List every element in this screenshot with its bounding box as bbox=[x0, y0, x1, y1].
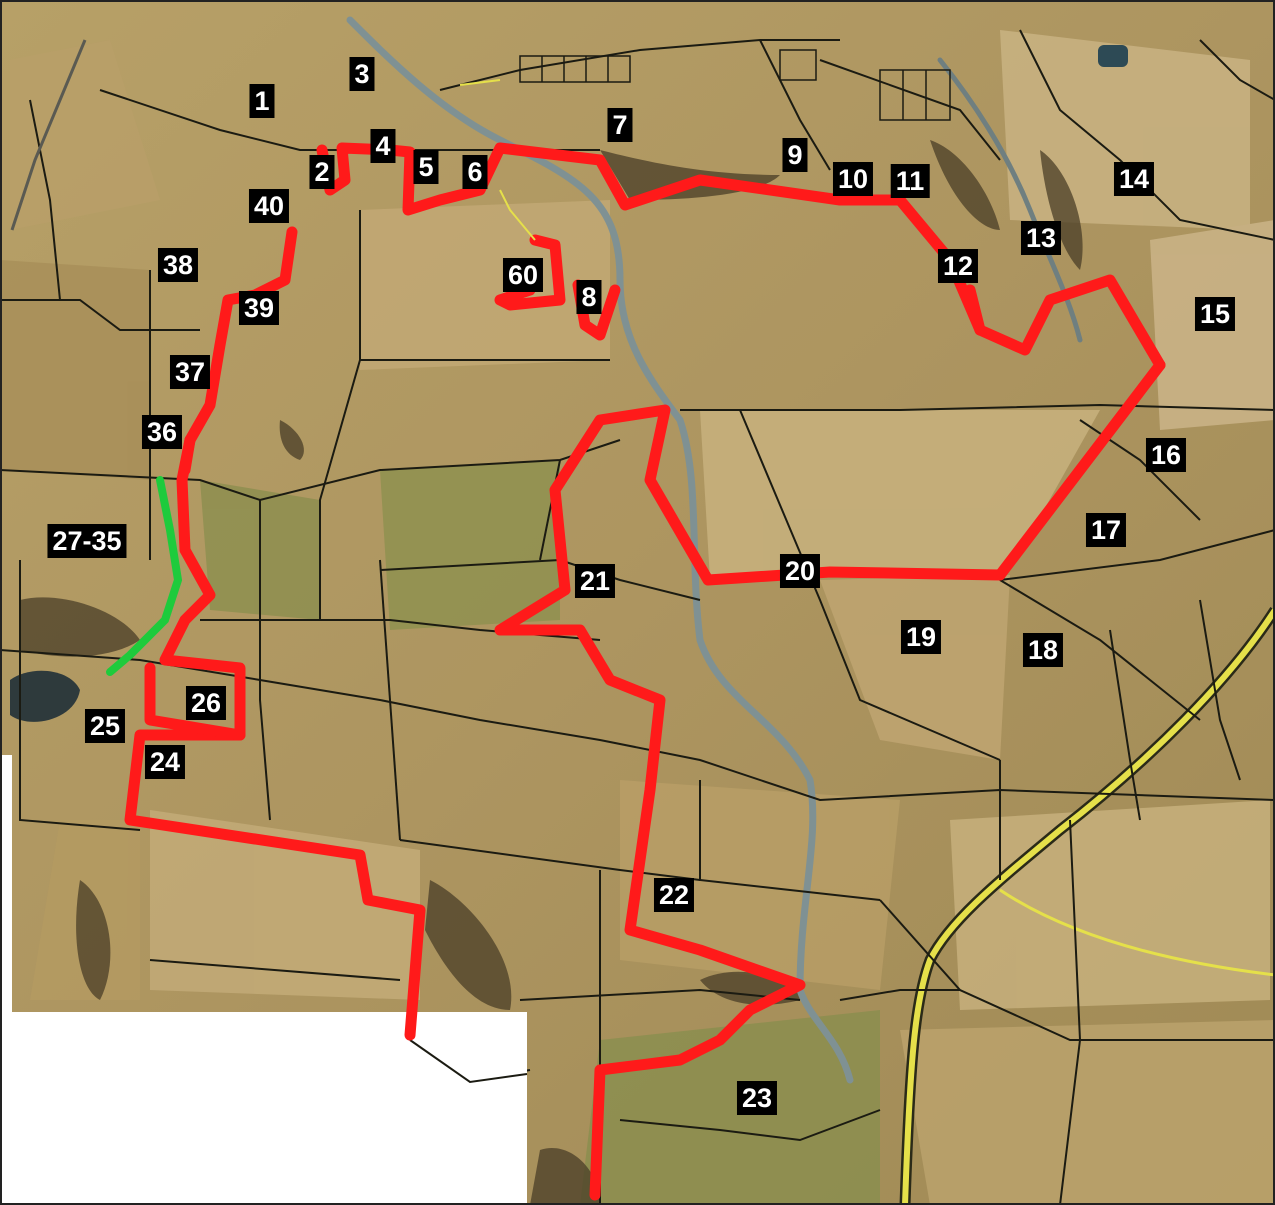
parcel-label-7[interactable]: 7 bbox=[607, 108, 633, 142]
parcel-label-5[interactable]: 5 bbox=[413, 150, 439, 184]
west-rail bbox=[10, 39, 87, 231]
parcel-label-16[interactable]: 16 bbox=[1145, 438, 1187, 472]
sw-boundary-line bbox=[409, 1039, 528, 1084]
pond bbox=[10, 670, 80, 722]
boundary-26 bbox=[144, 662, 246, 741]
parcel-label-27-35[interactable]: 27-35 bbox=[47, 524, 127, 558]
parcel-label-12[interactable]: 12 bbox=[937, 249, 979, 283]
parcel-label-25[interactable]: 25 bbox=[84, 709, 126, 743]
parcel-label-37[interactable]: 37 bbox=[169, 355, 211, 389]
side-road bbox=[999, 888, 1275, 977]
parcel-label-13[interactable]: 13 bbox=[1020, 221, 1062, 255]
boundary-west bbox=[124, 226, 426, 1041]
yellow-line-6 bbox=[499, 189, 536, 241]
parcel-label-10[interactable]: 10 bbox=[832, 162, 874, 196]
parcel-label-22[interactable]: 22 bbox=[653, 878, 695, 912]
parcel-label-2[interactable]: 2 bbox=[309, 155, 335, 189]
pond-ne bbox=[1098, 45, 1128, 67]
parcel-label-9[interactable]: 9 bbox=[782, 138, 808, 172]
green-route bbox=[106, 476, 183, 676]
parcel-label-4[interactable]: 4 bbox=[370, 129, 396, 163]
parcel-label-21[interactable]: 21 bbox=[574, 564, 616, 598]
boundary-36-37 bbox=[179, 434, 196, 476]
parcel-label-6[interactable]: 6 bbox=[462, 155, 488, 189]
parcel-label-38[interactable]: 38 bbox=[157, 248, 199, 282]
parcel-label-24[interactable]: 24 bbox=[144, 745, 186, 779]
parcel-label-11[interactable]: 11 bbox=[890, 164, 930, 198]
parcel-label-8[interactable]: 8 bbox=[576, 280, 602, 314]
parcel-label-60[interactable]: 60 bbox=[502, 258, 544, 292]
parcel-label-20[interactable]: 20 bbox=[779, 554, 821, 588]
boundary-north bbox=[316, 142, 1166, 371]
parcel-label-26[interactable]: 26 bbox=[185, 686, 227, 720]
yellow-line-top bbox=[459, 79, 501, 86]
survey-boundary bbox=[124, 142, 1166, 1201]
parcel-label-23[interactable]: 23 bbox=[736, 1081, 778, 1115]
parcel-label-3[interactable]: 3 bbox=[349, 57, 375, 91]
boundary-60 bbox=[494, 234, 566, 311]
parcel-lines bbox=[0, 29, 1275, 1205]
field-patches bbox=[0, 30, 1275, 1205]
parcel-label-15[interactable]: 15 bbox=[1194, 297, 1236, 331]
boundary-east bbox=[494, 359, 1166, 1201]
parcel-label-40[interactable]: 40 bbox=[248, 189, 290, 223]
parcel-label-36[interactable]: 36 bbox=[141, 415, 183, 449]
parcel-label-17[interactable]: 17 bbox=[1085, 513, 1127, 547]
unmapped-area-southwest bbox=[0, 1012, 527, 1205]
parcel-label-1[interactable]: 1 bbox=[249, 84, 275, 118]
parcel-label-18[interactable]: 18 bbox=[1022, 633, 1064, 667]
boundary-loop-12 bbox=[964, 284, 986, 336]
top-lots bbox=[519, 49, 951, 121]
parcel-label-19[interactable]: 19 bbox=[900, 620, 942, 654]
parcel-label-14[interactable]: 14 bbox=[1113, 162, 1155, 196]
parcel-label-39[interactable]: 39 bbox=[238, 291, 280, 325]
